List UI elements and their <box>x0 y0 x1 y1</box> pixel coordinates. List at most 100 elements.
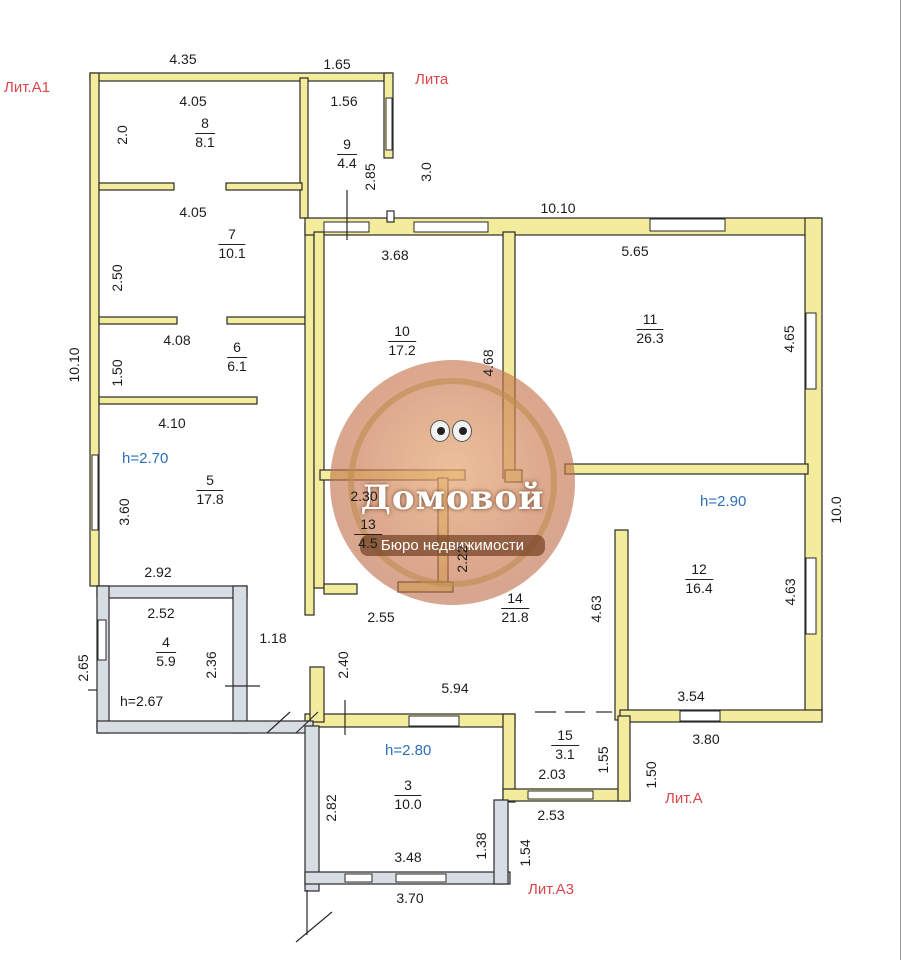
height-room3: h=2.80 <box>385 742 432 759</box>
wall <box>89 72 100 587</box>
wall <box>323 583 358 595</box>
dim-354: 3.54 <box>677 688 705 704</box>
dim-1010left: 10.10 <box>66 347 82 383</box>
dim-156: 1.56 <box>330 93 358 109</box>
dim-380: 3.80 <box>692 731 720 747</box>
dim-282: 2.82 <box>323 794 339 822</box>
dim-138: 1.38 <box>473 832 489 860</box>
wall <box>299 77 309 219</box>
dim-368: 3.68 <box>381 247 409 263</box>
wall <box>309 666 325 723</box>
basket-ring <box>348 378 557 587</box>
wall <box>304 217 819 236</box>
dim-150: 1.50 <box>109 359 125 387</box>
wall <box>89 72 393 82</box>
wall <box>96 720 314 734</box>
watermark-logo: Домовой Бюро недвижимости <box>330 360 575 605</box>
dim-240: 2.40 <box>335 651 351 679</box>
window <box>413 221 489 233</box>
dim-285: 2.85 <box>362 163 378 191</box>
dim-370: 3.70 <box>396 890 424 906</box>
height-left: h=2.70 <box>122 450 169 467</box>
wall <box>313 231 325 589</box>
label-lit-a: Лит.А <box>665 790 703 807</box>
dim-30: 3.0 <box>418 162 434 182</box>
dim-253: 2.53 <box>537 807 565 823</box>
window <box>408 715 460 727</box>
dim-150b: 1.50 <box>643 761 659 789</box>
dim-118: 1.18 <box>259 630 287 646</box>
dim-154: 1.54 <box>517 839 533 867</box>
dim-468: 4.68 <box>480 349 496 377</box>
wall <box>232 585 248 734</box>
dim-405b: 4.05 <box>179 204 207 220</box>
door-mark <box>386 210 395 223</box>
window <box>649 218 726 232</box>
dim-1010top: 10.10 <box>540 200 576 216</box>
wall <box>304 222 315 616</box>
dim-100: 10.0 <box>828 496 844 524</box>
dim-463b: 4.63 <box>782 578 798 606</box>
wall <box>98 182 175 191</box>
wall <box>619 709 823 723</box>
dim-252: 2.52 <box>147 605 175 621</box>
dim-565: 5.65 <box>621 243 649 259</box>
wall <box>96 585 248 599</box>
dim-348: 3.48 <box>394 849 422 865</box>
dim-250: 2.50 <box>109 264 125 292</box>
wall <box>225 182 303 191</box>
height-right: h=2.90 <box>700 493 747 510</box>
dim-405a: 4.05 <box>179 93 207 109</box>
wall <box>502 713 516 803</box>
dim-408: 4.08 <box>163 332 191 348</box>
dim-463a: 4.63 <box>588 595 604 623</box>
dim-line <box>295 711 319 734</box>
window <box>805 557 817 635</box>
mascot-eyes-icon <box>430 420 474 442</box>
label-lit-a1: Лит.А1 <box>4 79 50 96</box>
wall <box>98 396 258 405</box>
window <box>91 454 99 531</box>
dim-292: 2.92 <box>144 564 172 580</box>
dim-594: 5.94 <box>441 680 469 696</box>
window <box>385 97 393 151</box>
label-lita: Лита <box>415 71 449 88</box>
dim-360: 3.60 <box>116 498 132 526</box>
wall <box>98 316 178 325</box>
watermark-title: Домовой <box>360 478 545 518</box>
dim-line <box>266 711 291 734</box>
watermark-subtitle: Бюро недвижимости <box>360 535 545 556</box>
window <box>527 790 594 800</box>
dim-203: 2.03 <box>538 766 566 782</box>
dim-265: 2.65 <box>75 654 91 682</box>
wall <box>226 316 306 325</box>
window <box>679 710 721 722</box>
dim-165: 1.65 <box>323 56 351 72</box>
dim-435: 4.35 <box>169 51 197 67</box>
window <box>805 312 817 390</box>
dim-230: 2.30 <box>350 488 378 504</box>
height-room4: h=2.67 <box>120 693 164 709</box>
wall <box>564 463 809 475</box>
dim-465: 4.65 <box>781 325 797 353</box>
dim-255: 2.55 <box>367 609 395 625</box>
dim-236: 2.36 <box>203 651 219 679</box>
window <box>344 873 373 883</box>
wall <box>493 799 509 885</box>
label-lit-a3: Лит.А3 <box>528 881 574 898</box>
dim-155: 1.55 <box>595 746 611 774</box>
window <box>395 873 447 883</box>
wall <box>617 715 631 802</box>
